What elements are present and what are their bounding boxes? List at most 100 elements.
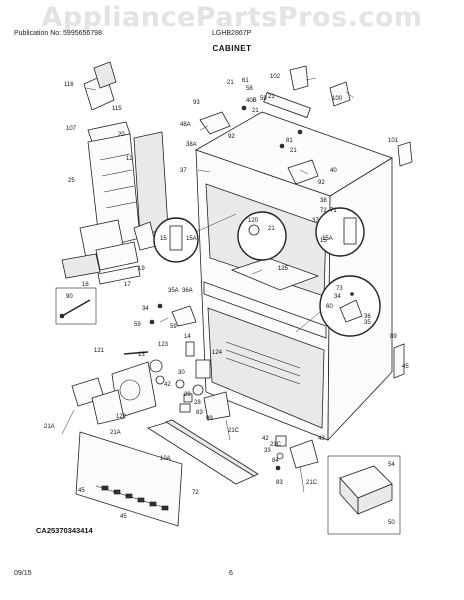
label-40: 40 <box>330 168 337 174</box>
lower-right-parts <box>275 435 319 471</box>
label-16: 16 <box>82 282 89 288</box>
parts-116-115 <box>83 61 117 111</box>
label-42-a: 42 <box>164 382 171 388</box>
label-19: 19 <box>138 266 145 272</box>
label-60: 60 <box>326 304 333 310</box>
label-71: 71 <box>330 208 337 214</box>
label-36: 36 <box>364 314 371 320</box>
detail-circle-left <box>153 213 237 263</box>
label-115: 115 <box>112 106 122 112</box>
label-42-b: 42 <box>262 436 269 442</box>
part-90-inset <box>55 287 97 325</box>
label-101: 101 <box>388 138 399 144</box>
label-21-a: 21 <box>227 80 234 86</box>
label-58-a: 58 <box>246 86 253 92</box>
label-45-b: 45 <box>78 488 85 494</box>
label-12: 12 <box>126 156 133 162</box>
label-38A: 38A <box>186 142 197 148</box>
page-number: 6 <box>229 570 233 577</box>
label-30: 30 <box>178 370 185 376</box>
part-17 <box>97 265 141 285</box>
label-33: 33 <box>264 448 271 454</box>
label-21-c: 21 <box>252 108 259 114</box>
label-123: 123 <box>158 342 169 348</box>
label-36A: 36A <box>182 288 193 294</box>
middle-small-parts <box>149 303 197 357</box>
label-21C-a: 21C <box>228 428 240 434</box>
label-35A: 35A <box>168 288 179 294</box>
label-21-e: 21 <box>268 226 275 232</box>
label-43: 43 <box>318 436 325 442</box>
top-hinge-parts <box>199 65 413 185</box>
label-61: 61 <box>242 78 249 84</box>
label-73: 73 <box>336 286 343 292</box>
label-14: 14 <box>184 334 191 340</box>
label-102: 102 <box>270 74 281 80</box>
label-122: 122 <box>116 414 127 420</box>
label-83-a: 83 <box>196 410 203 416</box>
label-120: 120 <box>248 218 259 224</box>
label-59-c: 59 <box>170 324 177 330</box>
cabinet-body <box>195 111 393 442</box>
label-124: 124 <box>212 350 223 356</box>
label-10A: 10A <box>160 456 171 462</box>
label-100: 100 <box>332 96 343 102</box>
label-13: 13 <box>138 352 145 358</box>
fan-assembly <box>71 351 211 425</box>
diagram-id: CA25370343414 <box>36 526 93 535</box>
valve-parts <box>175 379 231 421</box>
label-21A-b: 21A <box>110 430 121 436</box>
label-21A-a: 21A <box>44 424 55 430</box>
detail-circle-right <box>315 207 365 257</box>
label-35: 35 <box>364 320 371 326</box>
part-10A-panel <box>75 431 183 527</box>
left-duct-assembly <box>79 121 169 271</box>
detail-circle-lower-right <box>295 275 381 337</box>
label-45-a: 45 <box>402 364 409 370</box>
label-40B: 40B <box>246 98 257 104</box>
kickplate-edge <box>165 419 259 477</box>
label-107: 107 <box>66 126 77 132</box>
label-50: 50 <box>388 520 395 526</box>
label-121: 121 <box>94 348 105 354</box>
label-21C-b: 21C <box>270 442 282 448</box>
label-21-d: 21 <box>290 148 297 154</box>
label-15A-a: 15A <box>186 236 197 242</box>
label-90: 90 <box>66 294 73 300</box>
label-37-a: 37 <box>180 168 187 174</box>
part-16 <box>61 253 101 279</box>
label-15-b: 15 <box>320 238 327 244</box>
part-89 <box>393 343 405 379</box>
model-number: LGHB2867P <box>212 30 252 37</box>
label-34-b: 34 <box>334 294 341 300</box>
publication-number: Publication No: 5995656798 <box>14 30 102 37</box>
label-15-a: 15 <box>160 236 167 242</box>
label-54: 54 <box>388 462 395 468</box>
label-45-c: 45 <box>120 514 127 520</box>
label-21C-c: 21C <box>306 480 318 486</box>
label-28: 28 <box>194 400 201 406</box>
label-25: 25 <box>68 178 75 184</box>
label-116: 116 <box>64 82 74 88</box>
section-title: CABINET <box>212 44 252 53</box>
label-99: 99 <box>206 416 213 422</box>
label-59-a: 59 <box>260 96 267 102</box>
label-92-b: 92 <box>318 180 325 186</box>
label-89: 89 <box>390 334 397 340</box>
footer-date: 09/15 <box>14 570 32 577</box>
watermark: AppliancePartsPros.com <box>41 2 423 33</box>
label-93-a: 93 <box>193 100 200 106</box>
label-29: 29 <box>184 392 191 398</box>
label-83-b: 83 <box>276 480 283 486</box>
label-84: 84 <box>272 458 279 464</box>
label-81-b: 81 <box>286 138 293 144</box>
detail-circle-mid <box>237 211 287 261</box>
label-37-b: 37 <box>312 218 319 224</box>
label-21-b: 21 <box>268 94 275 100</box>
label-59-b: 59 <box>134 322 141 328</box>
label-48A: 48A <box>180 122 191 128</box>
label-34-a: 34 <box>142 306 149 312</box>
label-15A-b: 15A <box>322 236 333 242</box>
label-72-b: 72 <box>192 490 199 496</box>
